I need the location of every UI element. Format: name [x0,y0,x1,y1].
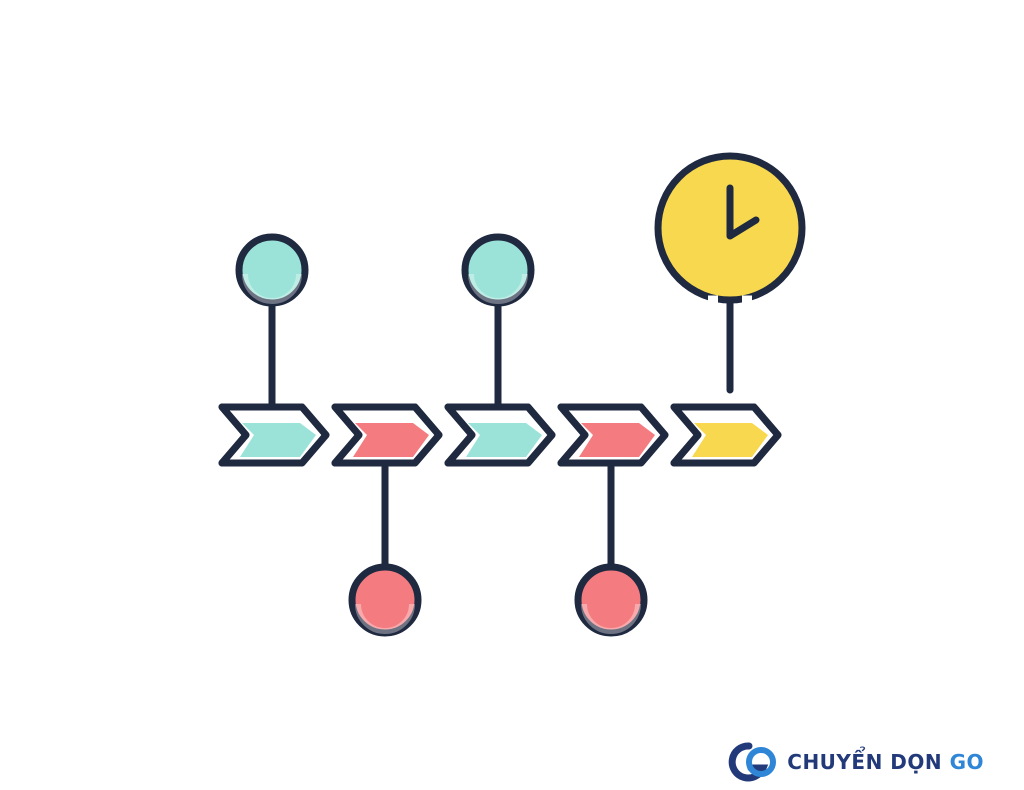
timeline-markers [235,152,806,637]
step-1-chevron-outline [218,403,330,467]
step-3-chevron-fill [466,423,542,457]
brand-logo: CHUYỂN DỌN GO [727,740,984,784]
step-5-chevron-outline [670,403,782,467]
step-4-chevron-fill [579,423,655,457]
step-4-marker-circle [574,563,648,637]
clock-hands [726,184,760,240]
step-4-chevron-outline [557,403,669,467]
step-2-chevron-outline [331,403,443,467]
step-3-marker-shine [468,273,528,304]
timeline-chevrons [218,403,782,467]
brand-name-accent: GO [949,750,984,774]
step-1-marker-circle [235,233,309,307]
step-1-marker-shine [242,273,302,304]
brand-name-main: CHUYỂN DỌN [787,750,943,774]
step-5-chevron-fill [692,423,768,457]
step-2-marker-shine [355,603,415,634]
step-2-marker-circle [348,563,422,637]
step-2-chevron-fill [353,423,429,457]
brand-name: CHUYỂN DỌN GO [787,750,984,774]
step-3-marker-circle [461,233,535,307]
step-1-chevron-fill [240,423,316,457]
go-logo-icon [728,742,777,782]
step-3-chevron-outline [444,403,556,467]
step-4-marker-shine [581,603,641,634]
